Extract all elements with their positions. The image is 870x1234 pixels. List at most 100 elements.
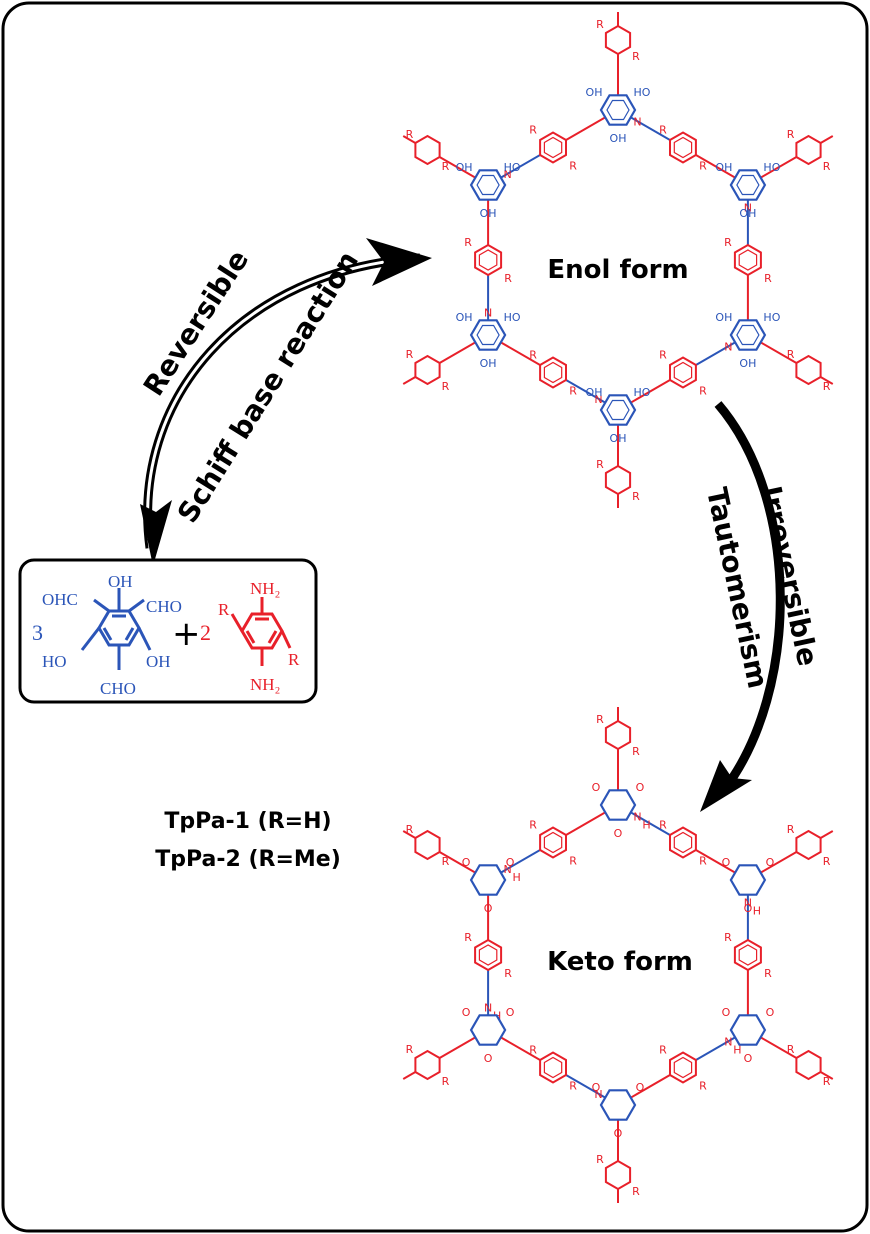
keto-oxygen: O xyxy=(744,1052,753,1065)
phenylene-inner-ring xyxy=(543,361,563,384)
reversible-arrow xyxy=(143,253,421,549)
keto-oxygen: O xyxy=(744,902,753,915)
schiff-arrowhead xyxy=(140,500,172,566)
amine-hydrogen: H xyxy=(733,1043,741,1056)
phenylene-ring xyxy=(474,938,503,972)
aldehyde-cho-bottom: CHO xyxy=(100,679,136,698)
hydroxyl-group: OH xyxy=(715,311,732,324)
core-ring xyxy=(599,394,637,426)
keto-oxygen: O xyxy=(506,856,515,869)
hydroxyl-group: HO xyxy=(504,161,521,174)
irreversible-arrowhead xyxy=(700,760,752,812)
core-inner-ring xyxy=(606,99,630,121)
substituent-r: R xyxy=(724,236,732,249)
core-inner-ring xyxy=(476,174,500,196)
imine-nitrogen: N xyxy=(744,202,752,215)
continuation-bond xyxy=(402,830,416,839)
core-ring xyxy=(729,169,767,201)
core-inner-ring xyxy=(476,324,500,346)
substituent-r: R xyxy=(787,823,795,836)
hydroxyl-group: OH xyxy=(715,161,732,174)
substituent-r: R xyxy=(823,380,831,393)
aldehyde-ohc-left: OHC xyxy=(42,590,78,609)
core-inner-ring xyxy=(736,174,760,196)
core-ring xyxy=(469,319,507,351)
hydroxyl-group: OH xyxy=(480,357,497,370)
phenylene-inner-ring xyxy=(543,136,563,159)
core-ring xyxy=(469,1014,507,1046)
substituent-r: R xyxy=(406,1043,414,1056)
reversible-arrowhead xyxy=(366,238,432,286)
substituent-r: R xyxy=(699,385,707,398)
substituent-r: R xyxy=(699,1080,707,1093)
substituent-r: R xyxy=(504,272,512,285)
phenylene-ring xyxy=(539,131,567,164)
aldehyde-cho-right: CHO xyxy=(146,597,182,616)
substituent-r: R xyxy=(764,272,772,285)
continuation-bond xyxy=(820,830,834,839)
keto-oxygen: O xyxy=(592,1081,601,1094)
substituent-r: R xyxy=(659,349,667,362)
continuation-bond xyxy=(402,1071,416,1080)
phenylene-inner-ring xyxy=(673,1056,693,1079)
substituent-r: R xyxy=(596,713,604,726)
imine-nitrogen: N xyxy=(744,897,752,910)
phenylene-ring xyxy=(733,938,762,972)
substituent-r: R xyxy=(504,967,512,980)
phenylene-ring xyxy=(669,131,697,164)
phenylene-ring xyxy=(733,243,762,277)
substituent-r: R xyxy=(406,128,414,141)
imine-nitrogen: N xyxy=(724,340,732,353)
core-inner-ring xyxy=(606,399,630,421)
continuation-bond xyxy=(820,1071,834,1080)
imine-nitrogen: N xyxy=(594,1088,602,1101)
core-inner-ring xyxy=(736,324,760,346)
hydroxyl-group: HO xyxy=(504,311,521,324)
keto-oxygen: O xyxy=(722,856,731,869)
substituent-r: R xyxy=(632,50,640,63)
hydroxyl-group: OH xyxy=(610,432,627,445)
substituent-r: R xyxy=(632,490,640,503)
keto-oxygen: O xyxy=(592,781,601,794)
core-ring xyxy=(599,94,637,126)
label-enol-form: Enol form xyxy=(547,255,688,285)
phenylene-inner-ring xyxy=(478,249,498,271)
hydroxyl-group: HO xyxy=(634,386,651,399)
substituent-r: R xyxy=(699,855,707,868)
phenylene-ring xyxy=(669,1051,697,1084)
core-ring xyxy=(599,789,637,821)
imine-nitrogen: N xyxy=(503,863,511,876)
phenylene-inner-ring xyxy=(673,136,693,159)
substituent-r: R xyxy=(596,18,604,31)
substituent-r: R xyxy=(823,1075,831,1088)
substituent-r: R xyxy=(569,855,577,868)
substituent-r: R xyxy=(823,855,831,868)
substituent-r: R xyxy=(699,160,707,173)
keto-oxygen: O xyxy=(506,1006,515,1019)
hydroxyl-group: OH xyxy=(480,207,497,220)
amine-nh2-bottom: NH₂ xyxy=(250,675,280,694)
label-tppa-2: TpPa-2 (R=Me) xyxy=(155,847,341,872)
substituent-r: R xyxy=(596,1153,604,1166)
hydroxyl-group: HO xyxy=(763,161,780,174)
hydroxyl-group: OH xyxy=(739,357,756,370)
substituent-r: R xyxy=(464,236,472,249)
substituent-r: R xyxy=(659,819,667,832)
substituent-r: R xyxy=(632,745,640,758)
phenylene-inner-ring xyxy=(673,831,693,854)
substituent-r: R xyxy=(823,160,831,173)
triformylphloroglucinol xyxy=(80,588,152,670)
hydroxyl-group: OH xyxy=(456,161,473,174)
imine-nitrogen: N xyxy=(724,1035,732,1048)
keto-oxygen: O xyxy=(636,781,645,794)
phenylene-ring xyxy=(539,826,567,859)
substituent-r: R xyxy=(529,819,537,832)
phenylene-ring xyxy=(669,356,697,389)
substituent-r: R xyxy=(406,348,414,361)
substituent-r: R xyxy=(659,1044,667,1057)
substituent-r: R xyxy=(442,380,450,393)
substituent-r: R xyxy=(442,855,450,868)
outer-phenylene-ring xyxy=(414,354,441,386)
